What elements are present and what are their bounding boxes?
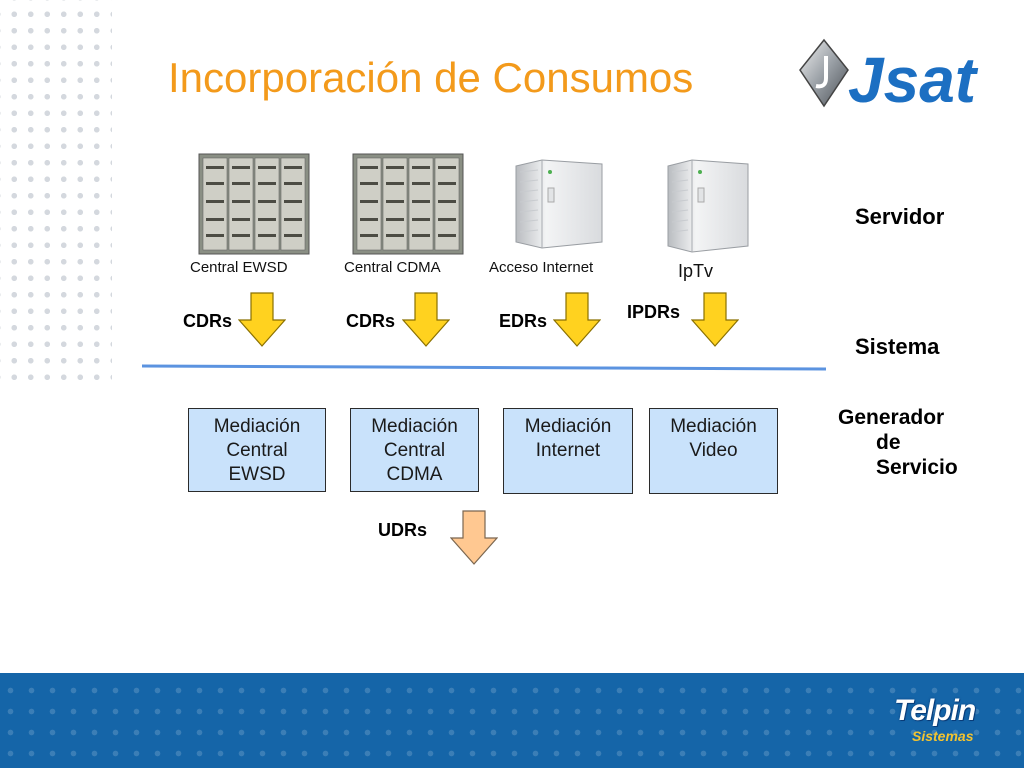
- record-label-ipdrs: IPDRs: [627, 302, 681, 322]
- page-title: Incorporación de Consumos: [168, 54, 694, 101]
- label-sistema: Sistema: [855, 334, 940, 359]
- down-arrow-icon: [553, 292, 601, 347]
- tower-server-icon: [515, 159, 603, 249]
- dot-pattern-decoration: [0, 0, 112, 390]
- record-label-edrs: EDRs: [499, 311, 548, 331]
- equipment-label-iptv: IpTv: [678, 261, 714, 281]
- rack-cabinet-icon: [352, 153, 464, 255]
- svg-text:Jsat: Jsat: [848, 44, 979, 116]
- mediation-box-video: Mediación Video: [649, 408, 778, 494]
- telpin-logo-icon: Telpin Sistemas: [894, 694, 976, 744]
- label-servidor: Servidor: [855, 204, 945, 229]
- footer-band: [0, 673, 1024, 768]
- record-label-cdrs-1: CDRs: [183, 311, 233, 331]
- tower-server-icon: [667, 159, 749, 253]
- label-generador-de-servicio: Generador de Servicio: [838, 406, 958, 479]
- equipment-label-cdma: Central CDMA: [344, 259, 441, 276]
- section-divider: [141, 364, 827, 371]
- mediation-box-ewsd: Mediación Central EWSD: [188, 408, 326, 492]
- rack-cabinet-icon: [198, 153, 310, 255]
- equipment-label-internet: Acceso Internet: [489, 259, 594, 276]
- down-arrow-icon: [402, 292, 450, 347]
- down-arrow-icon: [691, 292, 739, 347]
- mediation-box-internet: Mediación Internet: [503, 408, 633, 494]
- record-label-cdrs-2: CDRs: [346, 311, 396, 331]
- output-label-udrs: UDRs: [378, 520, 428, 540]
- equipment-label-ewsd: Central EWSD: [190, 259, 288, 276]
- down-arrow-icon: [238, 292, 286, 347]
- down-arrow-icon: [450, 510, 498, 565]
- jsat-logo-icon: Jsat: [799, 38, 979, 116]
- mediation-box-cdma: Mediación Central CDMA: [350, 408, 479, 492]
